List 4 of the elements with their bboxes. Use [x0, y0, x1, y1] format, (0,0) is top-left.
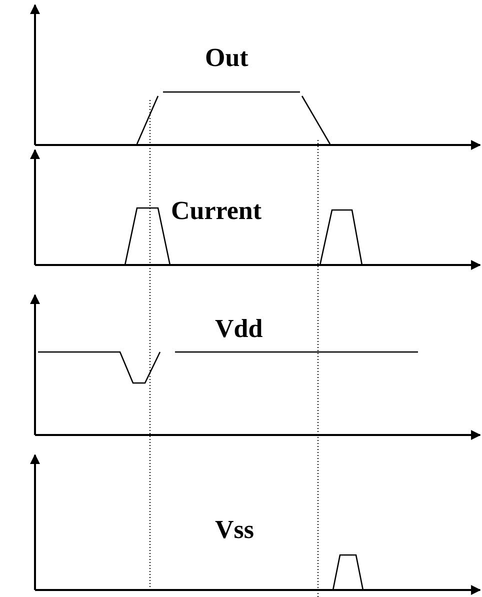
signal-label: Current — [171, 196, 262, 226]
signal-label: Out — [205, 43, 248, 73]
signal-label: Vdd — [215, 314, 263, 344]
signal-label: Vss — [215, 515, 254, 545]
